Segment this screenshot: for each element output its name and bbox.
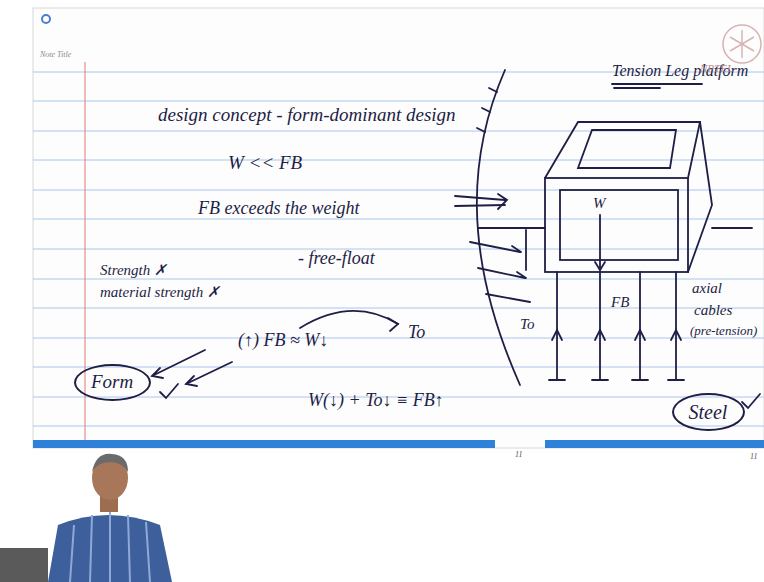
tendon: [599, 272, 601, 380]
logo-spoke: [730, 37, 754, 51]
handwritten-note: W(↓) + To↓ ≡ FB↑: [308, 390, 444, 411]
shirt-stripes: [70, 512, 150, 582]
circled-keyword: Form: [74, 364, 151, 401]
ruled-line: [33, 308, 764, 309]
circled-keyword: Steel: [672, 393, 745, 431]
lecturer: [0, 454, 172, 582]
hatch: [477, 88, 497, 132]
handwritten-note: cables: [694, 302, 732, 319]
margin-line: [85, 62, 86, 440]
handwritten-note: material strength ✗: [100, 284, 220, 301]
pointer-arrow: [186, 362, 232, 386]
draft-bracket: [525, 230, 527, 270]
hull-top: [545, 122, 700, 178]
seabed-anchor: [549, 379, 684, 381]
hull-side: [688, 122, 712, 272]
tension-marks: [552, 330, 681, 340]
handwritten-note: To: [408, 322, 425, 343]
pointer-arrow: [152, 350, 205, 378]
node-text: Form: [91, 372, 133, 393]
handwritten-note: Note Title: [40, 50, 71, 59]
title-underline: [612, 83, 702, 85]
hull-front: [545, 178, 688, 272]
tendon: [639, 272, 641, 380]
ruled-line: [33, 160, 764, 161]
handwritten-note: (↑) FB ≈ W↓: [238, 330, 328, 351]
handwritten-note: (pre-tension): [690, 324, 757, 339]
handwritten-note: NPTEL: [700, 62, 733, 75]
handwritten-note: 11: [515, 450, 522, 459]
check-mark: [742, 394, 760, 408]
wind-arrow: [455, 194, 507, 209]
ruled-lines: [33, 72, 764, 426]
handwritten-note: FB exceeds the weight: [198, 198, 359, 219]
handwritten-note: design concept - form-dominant design: [158, 104, 456, 126]
tlp-sketch: [152, 70, 760, 408]
page-bar: [545, 440, 764, 448]
water-line: [712, 227, 752, 229]
title-underline: [614, 87, 660, 89]
hull-window: [560, 190, 678, 260]
handwritten-note: FB: [611, 294, 629, 311]
ruled-line: [33, 426, 764, 427]
handwritten-note: W << FB: [228, 152, 302, 174]
arrow-head: [388, 318, 398, 331]
handwritten-note: - free-float: [298, 248, 375, 269]
ruled-line: [33, 219, 764, 220]
check-mark: [160, 384, 178, 398]
tendon: [675, 272, 677, 380]
water-line: [478, 227, 545, 229]
page-bar: [33, 440, 495, 448]
deck-opening: [578, 130, 676, 168]
handwritten-note: W: [593, 195, 606, 212]
hair: [92, 454, 128, 472]
app-icon: [42, 15, 50, 23]
handwritten-note: axial: [692, 280, 722, 297]
ruled-line: [33, 101, 764, 102]
arrow-head: [595, 262, 605, 270]
ruled-line: [33, 338, 764, 339]
note-page: [33, 8, 764, 448]
handwritten-note: 11: [750, 452, 757, 461]
handwritten-note: Strength ✗: [100, 262, 167, 279]
nptel-logo: [723, 25, 761, 63]
ruled-line: [33, 249, 764, 250]
node-text: Steel: [689, 401, 728, 423]
ruled-line: [33, 279, 764, 280]
wave-arrow: [470, 242, 530, 302]
tendon: [556, 272, 558, 380]
ruled-line: [33, 367, 764, 368]
handwritten-note: To: [520, 316, 534, 333]
logo-ring: [723, 25, 761, 63]
weight-arrow: [599, 215, 601, 270]
curved-arrow: [300, 311, 398, 328]
chair: [0, 548, 48, 582]
logo-spoke: [730, 37, 754, 51]
